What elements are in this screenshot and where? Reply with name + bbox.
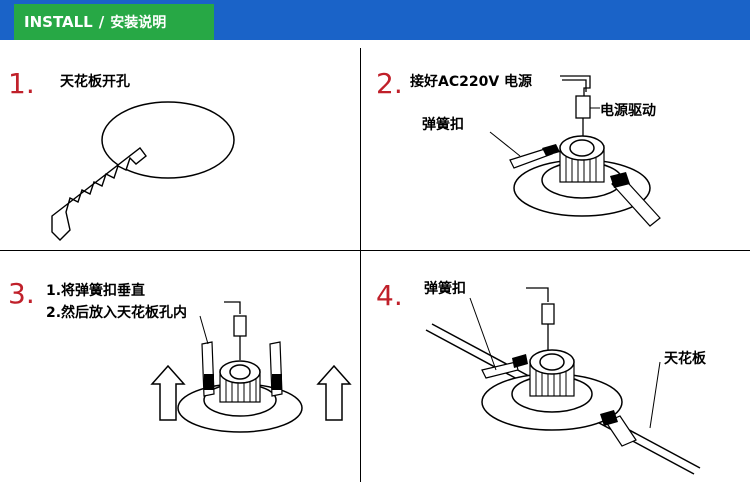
- step-1-number: 1.: [8, 67, 35, 100]
- step-4-ceiling-label: 天花板: [664, 351, 706, 367]
- step-3-line-2: 2.然后放入天花板孔内: [46, 305, 188, 321]
- step-2-number: 2.: [376, 67, 403, 100]
- title-separator: /: [98, 13, 105, 31]
- step-3-line-1: 1.将弹簧扣垂直: [46, 283, 146, 299]
- step-3-number: 3.: [8, 277, 35, 310]
- vertical-divider: [360, 48, 361, 482]
- step-2-power-label: 接好AC220V 电源: [410, 74, 533, 90]
- installed-illustration: [425, 287, 701, 475]
- ceiling-hole-saw-illustration: [51, 101, 235, 241]
- install-title-en: INSTALL: [24, 13, 93, 31]
- step-1-label: 天花板开孔: [60, 74, 130, 90]
- install-title-cn: 安装说明: [110, 15, 167, 31]
- horizontal-divider: [0, 250, 750, 251]
- step-4-number: 4.: [376, 279, 403, 312]
- install-tab: INSTALL / 安装说明: [14, 4, 214, 40]
- wiring-illustration: [489, 75, 661, 227]
- step-2-spring-label: 弹簧扣: [422, 117, 464, 133]
- insert-illustration: [150, 301, 352, 433]
- step-4-spring-label: 弹簧扣: [424, 281, 466, 297]
- step-2-driver-label: 电源驱动: [600, 103, 656, 119]
- instruction-grid: 1. 天花板开孔 2. 接好AC220V 电源 电源驱动 弹簧扣: [0, 48, 750, 482]
- header-bar: INSTALL / 安装说明: [0, 0, 750, 40]
